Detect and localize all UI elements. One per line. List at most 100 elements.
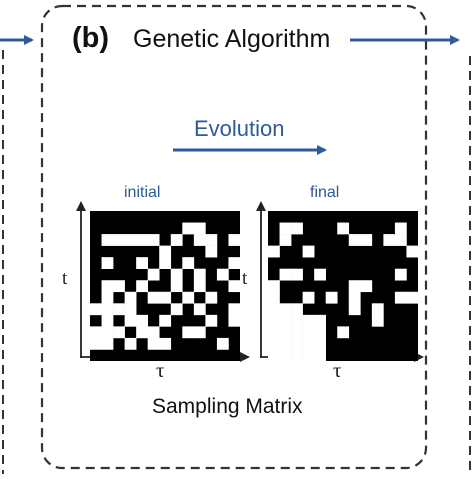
matrix-cell [348,291,361,304]
matrix-cell [325,291,338,304]
matrix-cell [406,245,419,258]
matrix-cell [216,268,229,281]
matrix-cell [113,234,125,246]
matrix-cell [291,222,303,235]
initial-sampling-matrix [90,211,241,361]
matrix-cell [360,280,373,293]
matrix-cell [383,234,396,246]
matrix-cell [268,314,280,327]
matrix-cell [302,291,315,304]
matrix-cell [159,291,172,304]
matrix-cell [136,234,148,246]
matrix-cell [147,337,160,350]
matrix-cell [182,257,195,269]
matrix-cell [101,326,114,339]
matrix-cell [314,268,326,281]
matrix-cell [101,234,114,246]
matrix-cell [348,303,361,316]
final-tau-label: τ [333,358,342,382]
matrix-cell [90,326,102,339]
matrix-cell [147,234,160,246]
matrix-cell [182,291,195,304]
matrix-cell [170,280,183,293]
matrix-cell [182,222,195,235]
matrix-cell [314,349,326,362]
matrix-cell [136,257,148,269]
matrix-cell [159,245,172,258]
initial-tau-label: τ [156,358,165,382]
matrix-cell [101,303,114,316]
matrix-cell [302,245,315,258]
matrix-cell [147,268,160,281]
matrix-cell [291,326,303,339]
matrix-cell [337,326,350,339]
matrix-cell [302,326,315,339]
matrix-cell [228,257,241,269]
matrix-cell [394,222,407,235]
matrix-cell [205,234,218,246]
matrix-cell [101,291,114,304]
matrix-cell [302,349,315,362]
matrix-cell [124,291,137,304]
matrix-cell [268,349,280,362]
matrix-cell [90,303,102,316]
matrix-cell [279,337,292,350]
matrix-cell [101,314,114,327]
matrix-cell [136,280,148,293]
matrix-cell [193,303,206,316]
matrix-cell [113,280,125,293]
matrix-cell [268,291,280,304]
matrix-cell [193,268,206,281]
matrix-cell [170,303,183,316]
matrix-cell [205,245,218,258]
matrix-cell [136,314,148,327]
matrix-cell [337,222,350,235]
matrix-cell [314,337,326,350]
matrix-cell [170,268,183,281]
matrix-cell [113,303,125,316]
panel-border [40,4,428,470]
matrix-cell [182,326,195,339]
matrix-cell [90,337,102,350]
matrix-cell [302,314,315,327]
matrix-cell [159,257,172,269]
initial-t-label: t [62,268,68,289]
matrix-cell [291,349,303,362]
matrix-cell [216,337,229,350]
matrix-cell [394,234,407,246]
evolution-label: Evolution [194,116,285,141]
matrix-cell [228,280,241,293]
matrix-cell [205,314,218,327]
matrix-cell [394,291,407,304]
matrix-cell [371,303,384,316]
matrix-cell [124,234,137,246]
matrix-cell [394,268,407,281]
matrix-cell [205,291,218,304]
matrix-cell [193,234,206,246]
matrix-cell [279,268,292,281]
matrix-cell [228,314,241,327]
matrix-cell [268,303,280,316]
matrix-cell [291,314,303,327]
matrix-cell [371,314,384,327]
matrix-cell [228,234,241,246]
matrix-cell [193,222,206,235]
matrix-cell [170,234,183,246]
matrix-cell [159,314,172,327]
matrix-cell [279,303,292,316]
final-sampling-matrix [268,211,419,362]
matrix-cell [268,326,280,339]
matrix-cell [279,349,292,362]
matrix-cell [291,303,303,316]
matrix-cell [124,337,137,350]
matrix-cell [360,234,373,246]
matrix-cell [101,280,114,293]
matrix-cell [113,326,125,339]
matrix-cell [314,314,326,327]
matrix-cell [406,291,419,304]
matrix-cell [193,280,206,293]
panel-label: (b) [72,22,110,54]
matrix-cell [302,337,315,350]
matrix-cell [268,245,280,258]
